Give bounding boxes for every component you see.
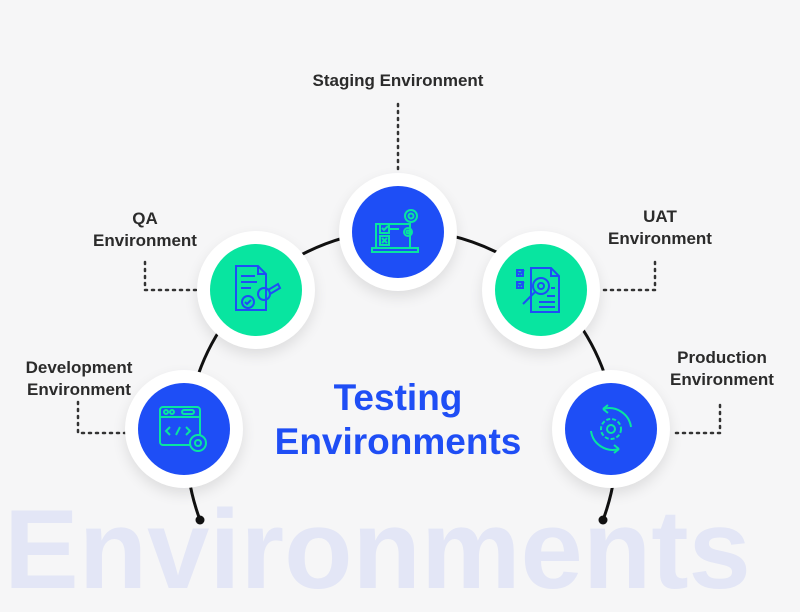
arc-end-dot-right: [598, 515, 608, 525]
staging-label: Staging Environment: [312, 71, 484, 90]
production-label-line1: Production: [677, 348, 767, 367]
code-window-gear-icon: [159, 406, 207, 452]
development-label-line1: Development: [25, 358, 133, 377]
uat-label: UAT Environment: [585, 206, 735, 250]
gear-cycle-icon: [590, 404, 632, 454]
qa-dotted-line: [143, 260, 198, 292]
uat-dotted-line: [602, 260, 657, 292]
qa-icon-circle: [210, 244, 302, 336]
dev-dotted-line: [76, 400, 128, 435]
production-node: [552, 370, 670, 488]
qa-label-line2: Environment: [93, 231, 197, 250]
qa-label: QA Environment: [70, 208, 220, 252]
title-line1: Testing: [333, 377, 463, 418]
uat-node: [482, 231, 600, 349]
qa-label-line1: QA: [132, 209, 158, 228]
arc-end-dot-left: [195, 515, 205, 525]
checklist-gears-icon: [371, 209, 419, 253]
uat-icon-circle: [495, 244, 587, 336]
production-label-line2: Environment: [670, 370, 774, 389]
development-label-line2: Environment: [27, 380, 131, 399]
diagram-title: Testing Environments: [240, 376, 556, 464]
development-icon-circle: [138, 383, 230, 475]
staging-icon-circle: [352, 186, 444, 278]
qa-node: [197, 231, 315, 349]
document-stamp-icon: [235, 265, 282, 311]
watermark-text: Environments: [4, 487, 751, 612]
document-search-icon: [516, 267, 560, 313]
development-node: [125, 370, 243, 488]
prod-dotted-line: [670, 403, 722, 435]
title-line2: Environments: [274, 421, 522, 462]
production-icon-circle: [565, 383, 657, 475]
uat-label-line1: UAT: [643, 207, 677, 226]
uat-label-line2: Environment: [608, 229, 712, 248]
staging-node: [339, 173, 457, 291]
